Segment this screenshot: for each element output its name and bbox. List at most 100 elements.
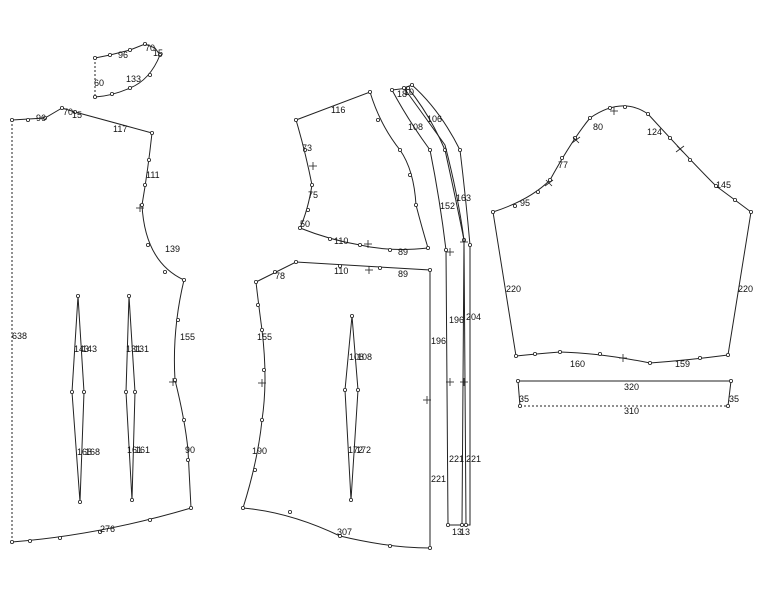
front-label-4: 155 bbox=[257, 332, 272, 342]
front-yoke-label-5: 110 bbox=[334, 236, 348, 246]
back-label-18: 161 bbox=[135, 445, 150, 455]
sleeve-notches bbox=[544, 107, 685, 362]
placket-inner-label-3: 152 bbox=[440, 201, 455, 211]
back-piece: 96 70 15 117 111 139 155 638 90 276 143 … bbox=[9, 106, 195, 545]
front-label-12: 307 bbox=[337, 527, 352, 537]
front-label-10: 172 bbox=[348, 445, 363, 455]
sleeve-label-7: 220 bbox=[738, 284, 753, 294]
back-label-5: 111 bbox=[146, 170, 160, 180]
placket-inner-label-5: 221 bbox=[449, 454, 464, 464]
placket-outer-outline bbox=[403, 84, 471, 526]
back-label-3: 15 bbox=[72, 110, 82, 120]
front-yoke-piece: 116 73 75 50 110 89 bbox=[293, 90, 430, 257]
collar-outline bbox=[94, 43, 161, 98]
front-notches bbox=[258, 266, 431, 404]
collar-points bbox=[93, 42, 162, 100]
back-label-16: 168 bbox=[85, 447, 100, 457]
back-points bbox=[9, 106, 193, 545]
back-dart-1 bbox=[71, 295, 85, 503]
back-label-15: 168 bbox=[77, 447, 92, 457]
back-label-11: 143 bbox=[74, 344, 89, 354]
front-yoke-points bbox=[293, 90, 430, 252]
back-dart-2 bbox=[125, 295, 136, 501]
sleeve-label-4: 145 bbox=[716, 180, 731, 190]
front-label-3: 89 bbox=[398, 269, 408, 279]
front-label-9: 108 bbox=[357, 352, 372, 362]
placket-outer-piece: 10 106 163 204 221 13 bbox=[401, 83, 481, 537]
sleeve-outline bbox=[492, 105, 752, 364]
cuff-label-1: 320 bbox=[624, 382, 639, 392]
placket-inner-piece: 18 108 152 196 221 13 bbox=[389, 86, 466, 537]
front-points bbox=[240, 259, 432, 551]
front-label-7: 221 bbox=[431, 474, 446, 484]
cuff-outline bbox=[517, 380, 732, 407]
placket-outer-label-5: 221 bbox=[466, 454, 481, 464]
back-label-10: 276 bbox=[100, 524, 115, 534]
sleeve-piece: 80 124 77 145 95 220 220 160 159 bbox=[490, 105, 754, 369]
back-label-9: 90 bbox=[185, 445, 195, 455]
back-notches bbox=[136, 204, 177, 386]
front-dart bbox=[344, 315, 359, 501]
placket-outer-label-4: 204 bbox=[466, 312, 481, 322]
collar-label-1: 96 bbox=[118, 50, 128, 60]
sleeve-label-5: 95 bbox=[520, 198, 530, 208]
back-label-2: 70 bbox=[63, 107, 73, 117]
back-label-12: 143 bbox=[82, 344, 97, 354]
front-yoke-label-4: 50 bbox=[300, 219, 310, 229]
placket-outer-label-3: 163 bbox=[456, 193, 471, 203]
sleeve-label-9: 159 bbox=[675, 359, 690, 369]
placket-inner-label-6: 13 bbox=[452, 527, 462, 537]
placket-outer-points bbox=[401, 83, 472, 528]
placket-inner-label-1: 18 bbox=[397, 89, 407, 99]
back-label-14: 131 bbox=[134, 344, 149, 354]
cuff-label-3: 35 bbox=[729, 394, 739, 404]
back-label-7: 155 bbox=[180, 332, 195, 342]
front-yoke-label-6: 89 bbox=[398, 247, 408, 257]
collar-piece: 96 70 15 60 133 bbox=[93, 42, 163, 100]
placket-inner-points bbox=[389, 86, 466, 528]
cuff-label-2: 35 bbox=[519, 394, 529, 404]
placket-outer-label-2: 106 bbox=[427, 114, 442, 124]
front-label-8: 108 bbox=[349, 352, 364, 362]
back-label-1: 96 bbox=[36, 113, 46, 123]
cuff-label-4: 310 bbox=[624, 406, 639, 416]
collar-label-5: 133 bbox=[126, 74, 141, 84]
back-outline bbox=[11, 107, 192, 543]
back-label-8: 638 bbox=[12, 331, 27, 341]
front-yoke-outline bbox=[295, 91, 429, 250]
collar-label-2: 70 bbox=[145, 43, 155, 53]
sleeve-label-3: 77 bbox=[558, 160, 568, 170]
front-label-5: 190 bbox=[252, 446, 267, 456]
front-yoke-notches bbox=[309, 162, 372, 248]
placket-outer-notches bbox=[460, 238, 468, 386]
sleeve-label-2: 124 bbox=[647, 127, 662, 137]
collar-label-4: 60 bbox=[94, 78, 104, 88]
front-piece: 78 110 89 155 190 196 221 108 108 172 17… bbox=[240, 259, 446, 551]
placket-outer-label-1: 10 bbox=[404, 87, 414, 97]
front-yoke-label-1: 116 bbox=[331, 105, 345, 115]
front-outline bbox=[242, 261, 431, 549]
sleeve-points bbox=[490, 105, 754, 365]
sleeve-label-1: 80 bbox=[593, 122, 603, 132]
cuff-piece: 320 35 35 310 bbox=[516, 378, 739, 416]
back-label-13: 131 bbox=[126, 344, 141, 354]
back-label-6: 139 bbox=[165, 244, 180, 254]
sleeve-label-6: 220 bbox=[506, 284, 521, 294]
front-label-1: 78 bbox=[275, 271, 285, 281]
front-label-2: 110 bbox=[334, 266, 348, 276]
placket-outer-label-6: 13 bbox=[460, 527, 470, 537]
front-yoke-label-2: 73 bbox=[302, 143, 312, 153]
cuff-points bbox=[516, 378, 734, 408]
front-yoke-label-3: 75 bbox=[308, 190, 318, 200]
front-label-11: 172 bbox=[356, 445, 371, 455]
placket-inner-label-4: 196 bbox=[449, 315, 464, 325]
collar-label-3: 15 bbox=[153, 48, 163, 58]
back-label-4: 117 bbox=[113, 124, 127, 134]
placket-inner-outline bbox=[391, 87, 465, 526]
placket-inner-label-2: 108 bbox=[408, 122, 423, 132]
placket-inner-notches bbox=[446, 248, 454, 386]
back-label-17: 161 bbox=[127, 445, 142, 455]
front-label-6: 196 bbox=[431, 336, 446, 346]
sleeve-label-8: 160 bbox=[570, 359, 585, 369]
